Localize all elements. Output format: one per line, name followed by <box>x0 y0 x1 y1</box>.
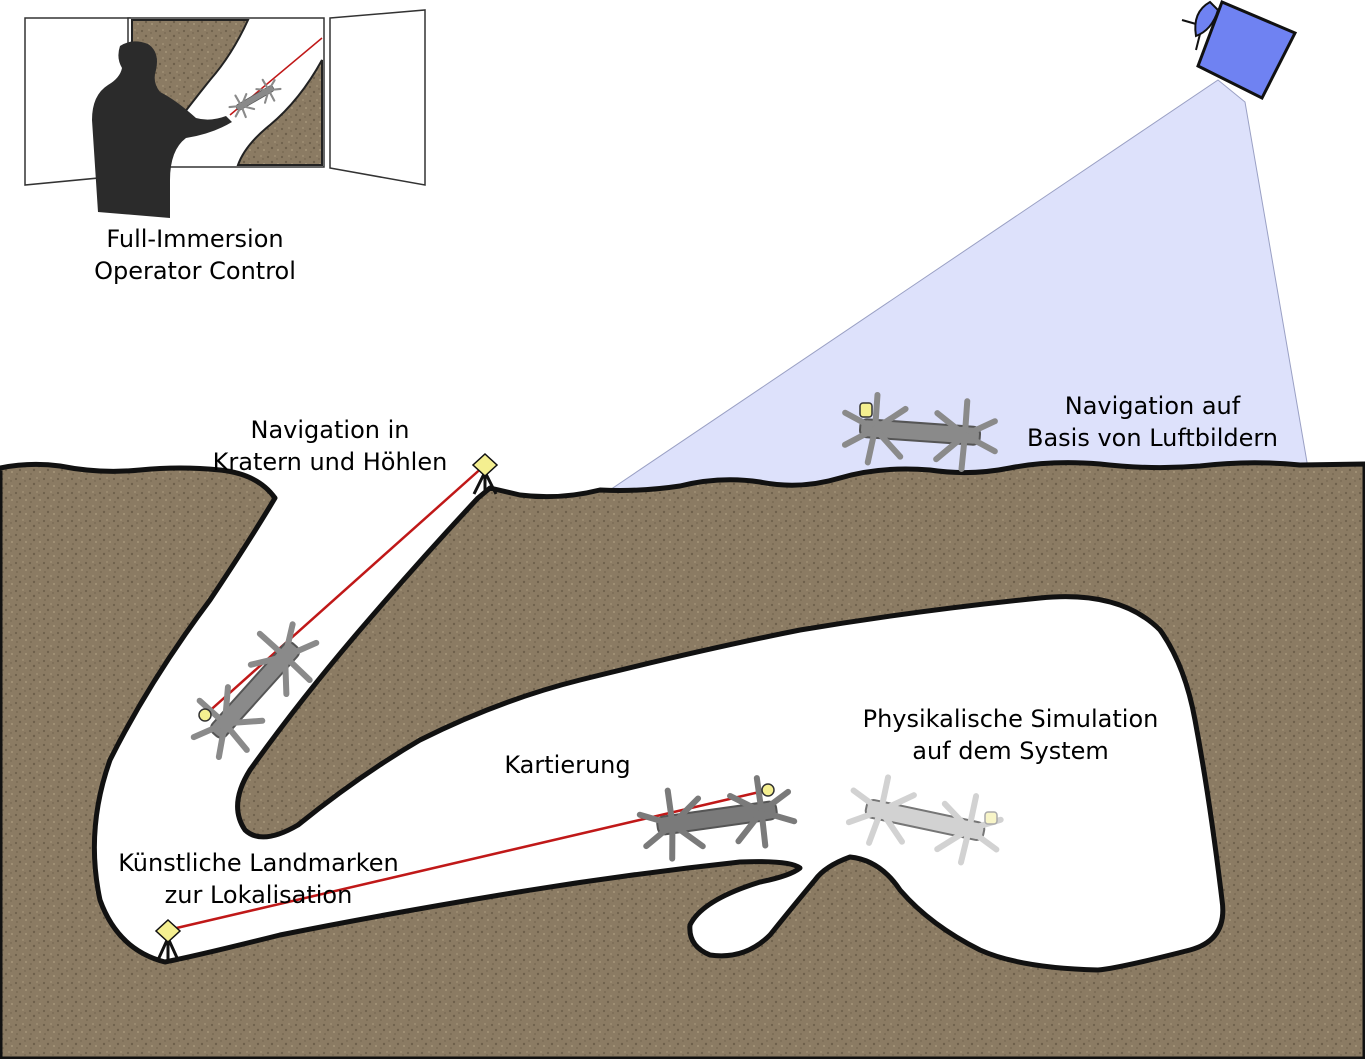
label-aerial-line1: Navigation auf <box>1064 392 1241 420</box>
label-landmarks-line1: Künstliche Landmarken <box>118 849 399 877</box>
label-aerial-line2: Basis von Luftbildern <box>1026 424 1279 452</box>
robot-surface-beacon-icon <box>859 402 873 418</box>
label-artificial-landmarks: Künstliche Landmarken zur Lokalisation <box>96 847 421 911</box>
label-operator-control: Full-Immersion Operator Control <box>70 223 320 287</box>
label-crater-navigation: Navigation in Kratern und Höhlen <box>190 414 470 478</box>
operator-booth <box>24 9 426 218</box>
robot-simulation-beacon-icon <box>984 811 998 825</box>
label-crater-line1: Navigation in <box>250 416 410 444</box>
landmark-crater-icon <box>471 452 499 495</box>
robot-crater-beacon-icon <box>198 708 212 722</box>
ground-cross-section <box>0 460 1365 1059</box>
landmark-localization-icon <box>154 918 182 961</box>
operator-silhouette <box>92 41 232 218</box>
satellite-icon <box>1181 0 1298 101</box>
robot-simulation-ghost <box>844 771 1007 869</box>
label-aerial-navigation: Navigation auf Basis von Luftbildern <box>1000 390 1305 454</box>
label-operator-line1: Full-Immersion <box>106 225 284 253</box>
robot-mapping-beacon-icon <box>761 783 775 797</box>
laser-line-crater <box>204 464 486 716</box>
label-operator-line2: Operator Control <box>94 257 296 285</box>
label-mapping: Kartierung <box>485 749 650 781</box>
label-crater-line2: Kratern und Höhlen <box>212 448 448 476</box>
label-physical-simulation: Physikalische Simulation auf dem System <box>838 703 1183 767</box>
label-landmarks-line2: zur Lokalisation <box>164 881 353 909</box>
label-simulation-line1: Physikalische Simulation <box>862 705 1159 733</box>
label-simulation-line2: auf dem System <box>912 737 1109 765</box>
label-mapping-line1: Kartierung <box>504 751 631 779</box>
